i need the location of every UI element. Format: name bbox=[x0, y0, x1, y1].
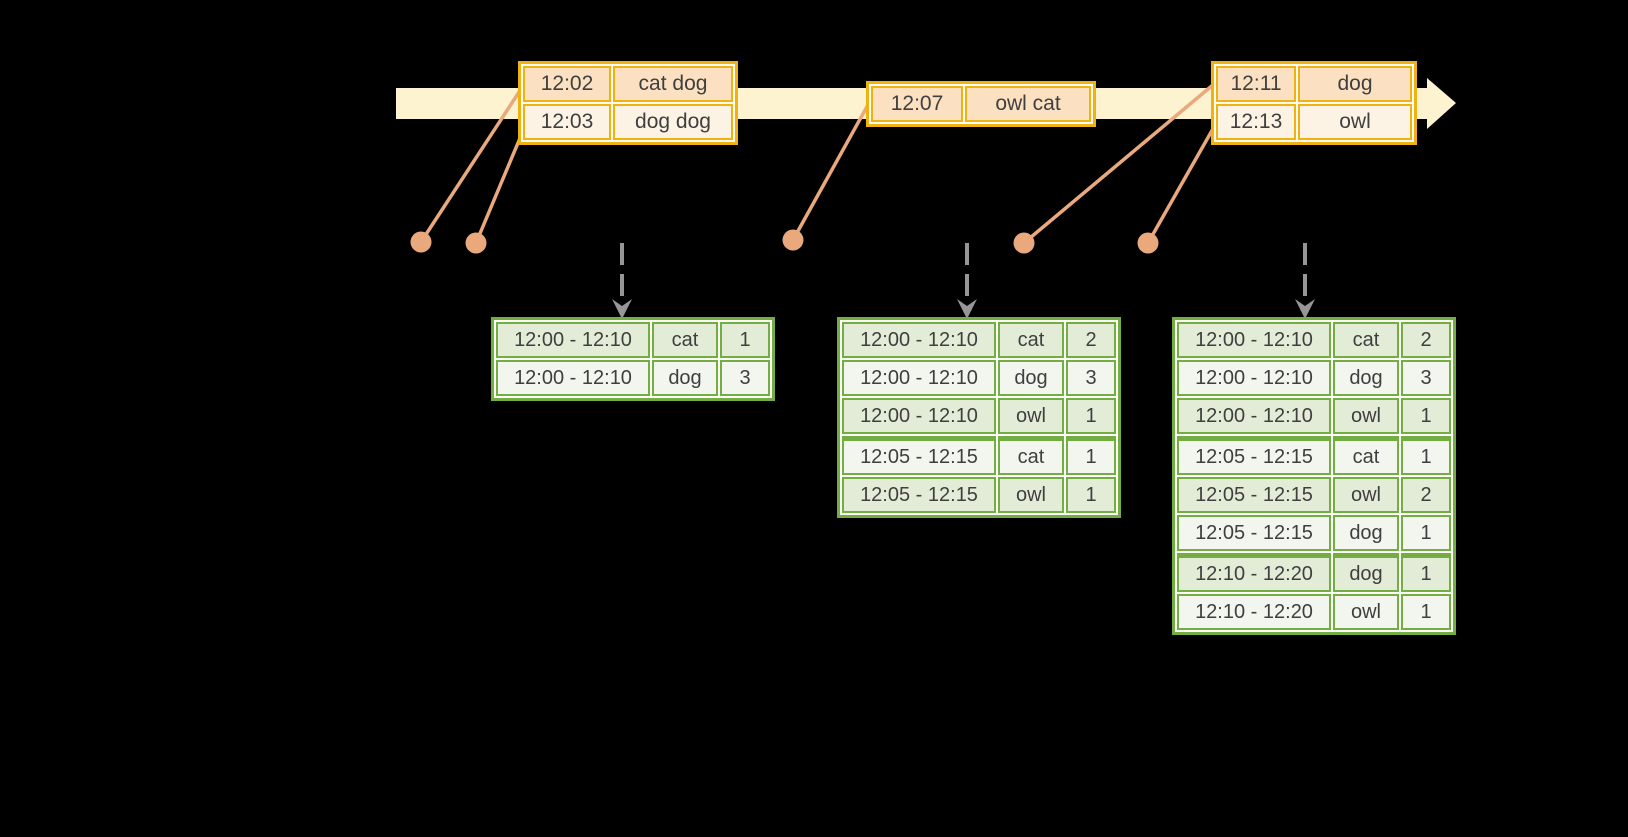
result-row: 12:10 - 12:20 dog 1 bbox=[1177, 553, 1451, 592]
event-row: 12:03 dog dog bbox=[523, 104, 733, 140]
count-cell: 1 bbox=[1401, 515, 1451, 551]
window-cell: 12:05 - 12:15 bbox=[1177, 436, 1331, 475]
window-cell: 12:00 - 12:10 bbox=[496, 322, 650, 358]
result-row: 12:00 - 12:10 cat 2 bbox=[1177, 322, 1451, 358]
trigger-arrows bbox=[612, 243, 1315, 319]
event-time-cell: 12:07 bbox=[871, 86, 963, 122]
event-row: 12:13 owl bbox=[1216, 104, 1412, 140]
word-cell: dog bbox=[1333, 515, 1399, 551]
event-time-cell: 12:03 bbox=[523, 104, 611, 140]
result-row: 12:00 - 12:10 cat 2 bbox=[842, 322, 1116, 358]
word-cell: owl bbox=[998, 477, 1064, 513]
event-marker-dot bbox=[782, 229, 804, 251]
event-row: 12:07 owl cat bbox=[871, 86, 1091, 122]
event-row: 12:11 dog bbox=[1216, 66, 1412, 102]
count-cell: 2 bbox=[1401, 322, 1451, 358]
window-cell: 12:00 - 12:10 bbox=[496, 360, 650, 396]
event-table-3: 12:11 dog 12:13 owl bbox=[1211, 61, 1417, 145]
event-words-cell: cat dog bbox=[613, 66, 733, 102]
word-cell: owl bbox=[1333, 398, 1399, 434]
word-cell: cat bbox=[998, 322, 1064, 358]
window-cell: 12:00 - 12:10 bbox=[1177, 398, 1331, 434]
trigger-arrowhead-icon bbox=[612, 299, 632, 319]
result-row: 12:00 - 12:10 dog 3 bbox=[842, 360, 1116, 396]
count-cell: 1 bbox=[1066, 477, 1116, 513]
result-row: 12:00 - 12:10 dog 3 bbox=[1177, 360, 1451, 396]
window-cell: 12:00 - 12:10 bbox=[842, 360, 996, 396]
event-connector-line bbox=[419, 84, 525, 244]
count-cell: 2 bbox=[1401, 477, 1451, 513]
window-cell: 12:00 - 12:10 bbox=[842, 322, 996, 358]
word-cell: cat bbox=[998, 436, 1064, 475]
event-connector-lines bbox=[419, 82, 1216, 245]
word-cell: cat bbox=[1333, 436, 1399, 475]
event-connector-line bbox=[474, 129, 525, 245]
result-row: 12:00 - 12:10 owl 1 bbox=[1177, 398, 1451, 434]
result-table-2: 12:00 - 12:10 cat 2 12:00 - 12:10 dog 3 … bbox=[837, 317, 1121, 518]
window-cell: 12:05 - 12:15 bbox=[842, 436, 996, 475]
window-cell: 12:05 - 12:15 bbox=[842, 477, 996, 513]
word-cell: owl bbox=[998, 398, 1064, 434]
trigger-arrowhead-icon bbox=[957, 299, 977, 319]
event-marker-dot bbox=[465, 232, 487, 254]
window-cell: 12:05 - 12:15 bbox=[1177, 515, 1331, 551]
event-connector-line bbox=[1022, 82, 1216, 245]
word-cell: dog bbox=[998, 360, 1064, 396]
result-row: 12:00 - 12:10 owl 1 bbox=[842, 398, 1116, 434]
event-row: 12:02 cat dog bbox=[523, 66, 733, 102]
event-words-cell: owl bbox=[1298, 104, 1412, 140]
word-cell: cat bbox=[652, 322, 718, 358]
window-cell: 12:10 - 12:20 bbox=[1177, 553, 1331, 592]
window-cell: 12:00 - 12:10 bbox=[1177, 360, 1331, 396]
count-cell: 1 bbox=[1401, 553, 1451, 592]
result-row: 12:10 - 12:20 owl 1 bbox=[1177, 594, 1451, 630]
event-marker-dot bbox=[1137, 232, 1159, 254]
event-table-2: 12:07 owl cat bbox=[866, 81, 1096, 127]
result-table-1: 12:00 - 12:10 cat 1 12:00 - 12:10 dog 3 bbox=[491, 317, 775, 401]
trigger-arrowhead-icon bbox=[1295, 299, 1315, 319]
word-cell: owl bbox=[1333, 477, 1399, 513]
result-row: 12:00 - 12:10 cat 1 bbox=[496, 322, 770, 358]
result-row: 12:05 - 12:15 cat 1 bbox=[1177, 436, 1451, 475]
result-row: 12:05 - 12:15 owl 2 bbox=[1177, 477, 1451, 513]
word-cell: dog bbox=[1333, 553, 1399, 592]
event-words-cell: dog bbox=[1298, 66, 1412, 102]
count-cell: 1 bbox=[1401, 436, 1451, 475]
event-words-cell: owl cat bbox=[965, 86, 1091, 122]
result-row: 12:05 - 12:15 owl 1 bbox=[842, 477, 1116, 513]
event-words-cell: dog dog bbox=[613, 104, 733, 140]
count-cell: 1 bbox=[1401, 594, 1451, 630]
count-cell: 2 bbox=[1066, 322, 1116, 358]
count-cell: 1 bbox=[720, 322, 770, 358]
event-connector-line bbox=[1146, 125, 1216, 245]
timeline-arrowhead-icon bbox=[1427, 78, 1456, 129]
result-row: 12:05 - 12:15 dog 1 bbox=[1177, 515, 1451, 551]
window-cell: 12:05 - 12:15 bbox=[1177, 477, 1331, 513]
event-markers bbox=[410, 229, 1159, 254]
count-cell: 3 bbox=[1066, 360, 1116, 396]
word-cell: owl bbox=[1333, 594, 1399, 630]
window-cell: 12:00 - 12:10 bbox=[842, 398, 996, 434]
count-cell: 3 bbox=[720, 360, 770, 396]
event-table-1: 12:02 cat dog 12:03 dog dog bbox=[518, 61, 738, 145]
event-marker-dot bbox=[410, 231, 432, 253]
count-cell: 1 bbox=[1066, 398, 1116, 434]
count-cell: 1 bbox=[1066, 436, 1116, 475]
window-cell: 12:10 - 12:20 bbox=[1177, 594, 1331, 630]
word-cell: dog bbox=[652, 360, 718, 396]
word-cell: dog bbox=[1333, 360, 1399, 396]
window-cell: 12:00 - 12:10 bbox=[1177, 322, 1331, 358]
count-cell: 1 bbox=[1401, 398, 1451, 434]
event-marker-dot bbox=[1013, 232, 1035, 254]
result-row: 12:05 - 12:15 cat 1 bbox=[842, 436, 1116, 475]
result-row: 12:00 - 12:10 dog 3 bbox=[496, 360, 770, 396]
count-cell: 3 bbox=[1401, 360, 1451, 396]
event-time-cell: 12:02 bbox=[523, 66, 611, 102]
word-cell: cat bbox=[1333, 322, 1399, 358]
event-time-cell: 12:11 bbox=[1216, 66, 1296, 102]
event-time-cell: 12:13 bbox=[1216, 104, 1296, 140]
event-connector-line bbox=[791, 101, 871, 242]
result-table-3: 12:00 - 12:10 cat 2 12:00 - 12:10 dog 3 … bbox=[1172, 317, 1456, 635]
